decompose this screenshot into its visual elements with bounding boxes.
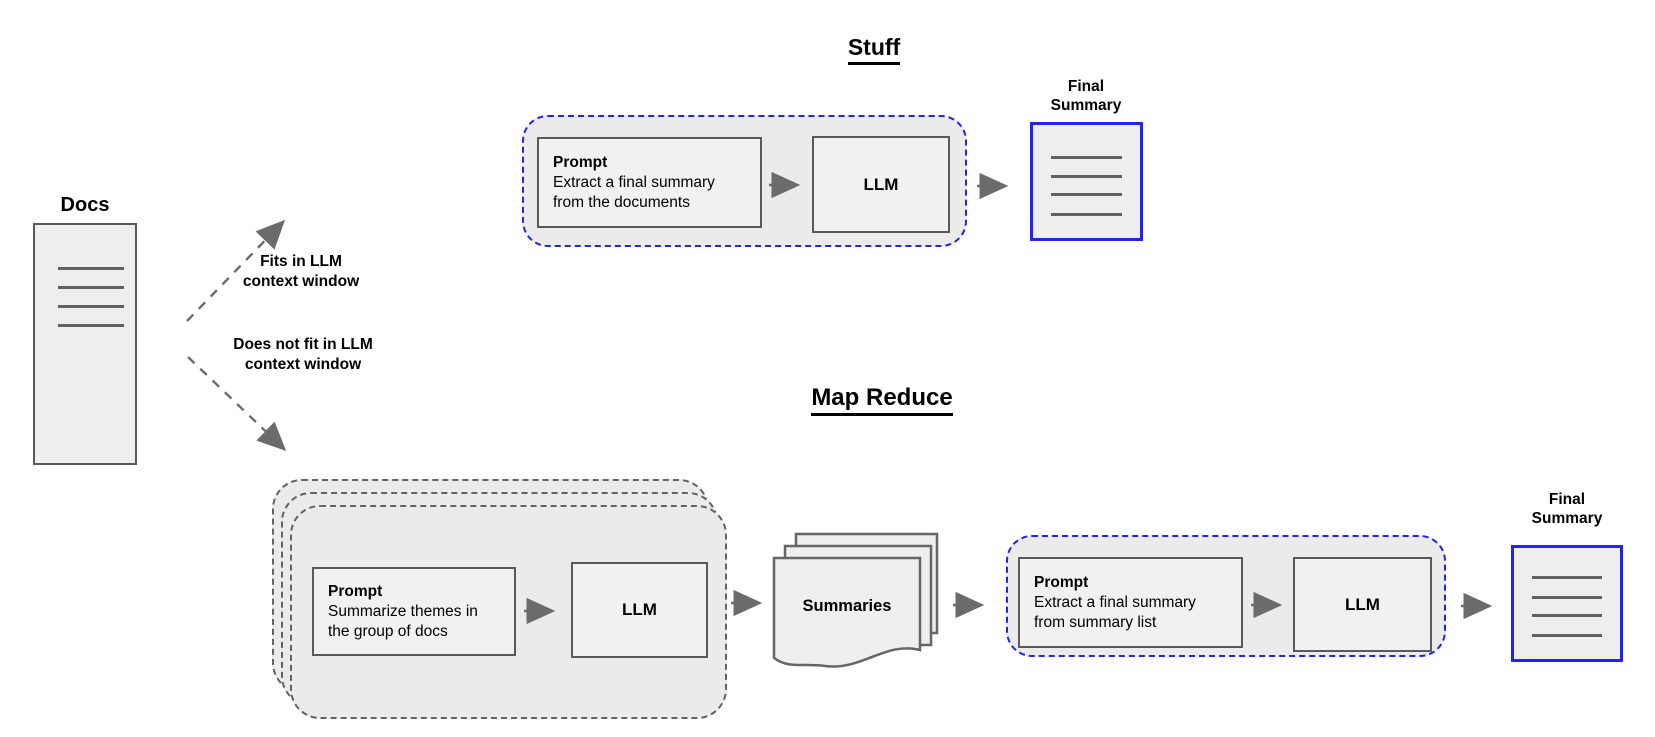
reduce-prompt-line1: Extract a final summary xyxy=(1034,593,1196,611)
stuff-final-summary-document xyxy=(1030,122,1143,241)
reduce-llm-label: LLM xyxy=(1345,594,1380,614)
map-prompt-title: Prompt xyxy=(328,582,383,600)
fits-branch-line1: Fits in LLM xyxy=(260,253,342,270)
mapreduce-final-label-line1: Final xyxy=(1548,491,1586,508)
nofit-branch-label: Does not fit in LLM context window xyxy=(213,335,393,375)
doc-line xyxy=(1532,614,1602,617)
stuff-prompt-title: Prompt xyxy=(553,153,608,171)
stuff-final-label-line2: Summary xyxy=(1050,97,1122,114)
mapreduce-final-summary-label: Final Summary xyxy=(1497,490,1637,528)
doc-line xyxy=(1051,175,1122,178)
map-reduce-title: Map Reduce xyxy=(782,384,982,416)
reduce-prompt-line2: from summary list xyxy=(1034,613,1157,631)
map-prompt-line2: the group of docs xyxy=(328,622,448,640)
fits-branch-label: Fits in LLM context window xyxy=(221,252,381,292)
fits-branch-line2: context window xyxy=(242,273,360,290)
reduce-llm-box: LLM xyxy=(1293,557,1432,652)
stuff-prompt-line2: from the documents xyxy=(553,193,690,211)
doc-line xyxy=(1532,634,1602,637)
doc-line xyxy=(1532,596,1602,599)
map-prompt-line1: Summarize themes in xyxy=(328,602,478,620)
stuff-title-text: Stuff xyxy=(847,34,901,65)
stuff-final-label-line1: Final xyxy=(1067,78,1105,95)
stuff-prompt-box: Prompt Extract a final summary from the … xyxy=(537,137,762,228)
stuff-title: Stuff xyxy=(774,34,974,65)
mapreduce-final-label-line2: Summary xyxy=(1531,510,1603,527)
doc-line xyxy=(58,286,124,289)
reduce-prompt-title: Prompt xyxy=(1034,573,1089,591)
docs-document xyxy=(33,223,137,465)
summaries-paper-back xyxy=(794,532,939,635)
doc-line xyxy=(1532,576,1602,579)
docs-label: Docs xyxy=(60,194,110,216)
nofit-branch-line2: context window xyxy=(244,356,362,373)
nofit-branch-line1: Does not fit in LLM xyxy=(233,336,373,353)
stuff-llm-label: LLM xyxy=(863,174,899,194)
map-reduce-title-text: Map Reduce xyxy=(811,384,953,416)
doc-line xyxy=(1051,156,1122,159)
map-prompt-box: Prompt Summarize themes in the group of … xyxy=(312,567,516,656)
mapreduce-final-summary-document xyxy=(1511,545,1623,662)
doc-line xyxy=(1051,213,1122,216)
summaries-label: Summaries xyxy=(802,597,892,615)
map-llm-label: LLM xyxy=(622,600,657,619)
stuff-prompt-line1: Extract a final summary xyxy=(553,173,715,191)
doc-line xyxy=(58,324,124,327)
doc-line xyxy=(58,305,124,308)
stuff-final-summary-label: Final Summary xyxy=(1016,77,1156,115)
reduce-prompt-box: Prompt Extract a final summary from summ… xyxy=(1018,557,1243,648)
map-llm-box: LLM xyxy=(571,562,708,658)
summaries-paper-middle xyxy=(783,544,933,647)
doc-line xyxy=(1051,193,1122,196)
stuff-llm-box: LLM xyxy=(812,136,950,233)
doc-line xyxy=(58,267,124,270)
